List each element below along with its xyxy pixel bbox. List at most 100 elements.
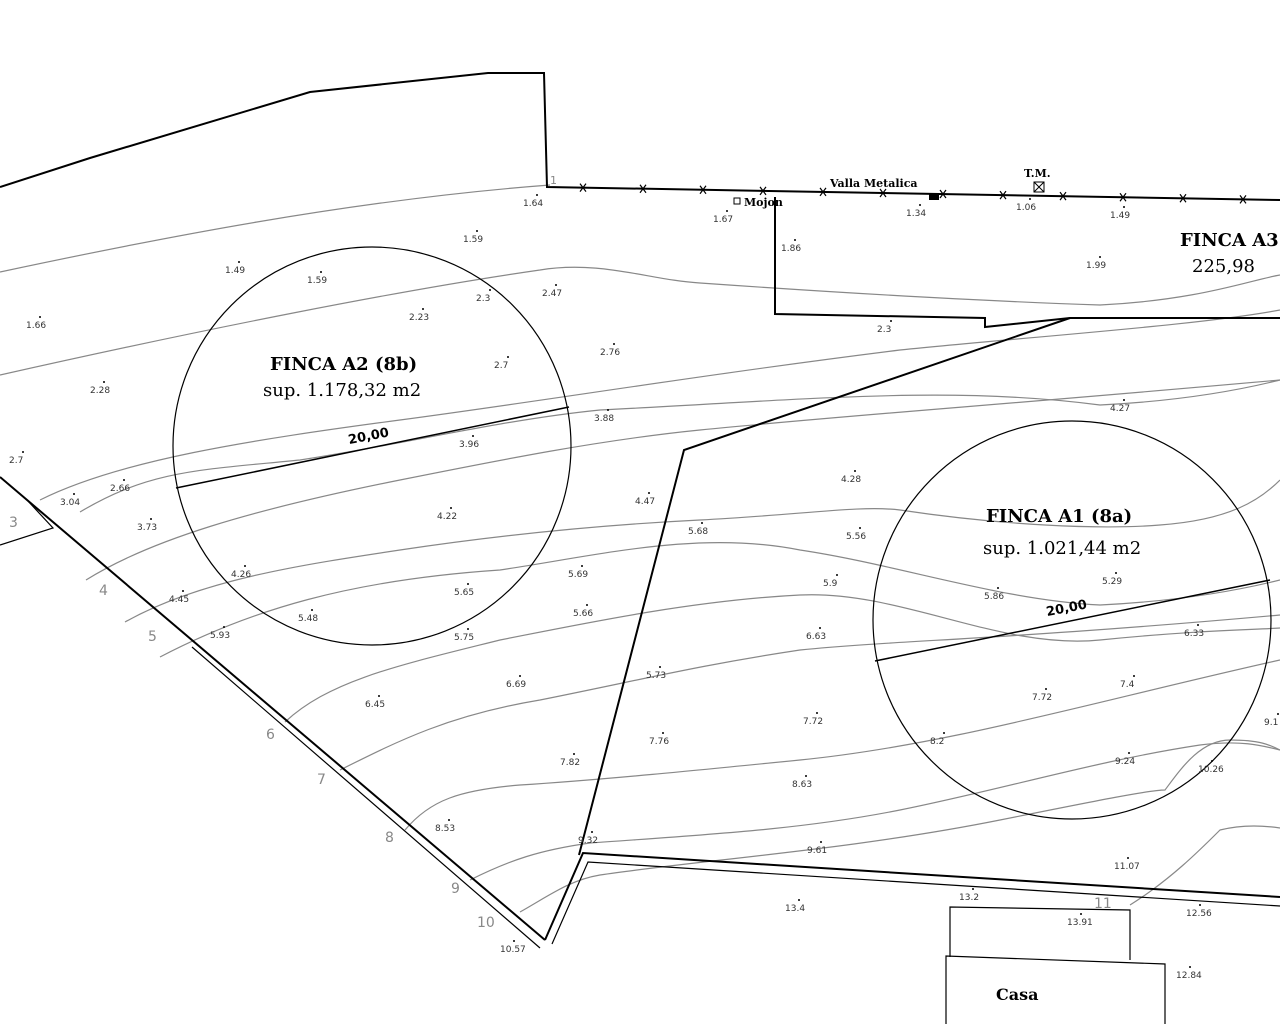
spot-point xyxy=(586,604,588,606)
south-boundary xyxy=(544,851,1280,941)
mojon-marker-icon xyxy=(733,197,741,205)
spot-point xyxy=(1211,760,1213,762)
fence-ticks xyxy=(579,183,1247,204)
spot-elevation: 1.06 xyxy=(1016,203,1036,213)
spot-point xyxy=(997,587,999,589)
fence-tick xyxy=(939,189,947,199)
spot-elevation: 5.66 xyxy=(573,609,593,619)
spot-elevation: 1.34 xyxy=(906,209,926,219)
spot-point xyxy=(613,343,615,345)
spot-elevation: 7.72 xyxy=(803,717,823,727)
spot-elevation: 13.2 xyxy=(959,893,979,903)
spot-elevation: 2.3 xyxy=(877,325,891,335)
spot-elevation: 6.69 xyxy=(506,680,526,690)
spot-elevation: 3.96 xyxy=(459,440,479,450)
spot-elevation: 4.27 xyxy=(1110,404,1130,414)
spot-point xyxy=(489,289,491,291)
spot-point xyxy=(919,204,921,206)
spot-elevation: 6.45 xyxy=(365,700,385,710)
spot-elevation: 2.7 xyxy=(494,361,508,371)
spot-point xyxy=(244,565,246,567)
spot-point xyxy=(726,210,728,212)
spot-point xyxy=(1029,198,1031,200)
spot-elevation: 9.61 xyxy=(807,846,827,856)
spot-elevations: 1.641.671.341.061.491.861.992.31.591.491… xyxy=(9,194,1279,981)
spot-point xyxy=(1199,904,1201,906)
fence-label: Valla Metalica xyxy=(829,177,918,190)
property-boundaries xyxy=(0,72,1280,1024)
spot-elevation: 5.75 xyxy=(454,633,474,643)
fence-tick xyxy=(819,187,827,197)
spot-point xyxy=(467,628,469,630)
house-label: Casa xyxy=(996,985,1038,1004)
spot-point xyxy=(659,666,661,668)
house-outline xyxy=(945,955,1166,1024)
contour-number: 10 xyxy=(477,915,495,931)
spot-point xyxy=(816,712,818,714)
spot-elevation: 10.57 xyxy=(500,945,526,955)
lot-3-boundary xyxy=(0,499,55,546)
spot-point xyxy=(476,230,478,232)
contour-number: 6 xyxy=(266,727,275,743)
spot-elevation: 1.67 xyxy=(713,215,733,225)
contour-line xyxy=(284,594,1280,723)
spot-elevation: 5.56 xyxy=(846,532,866,542)
spot-point xyxy=(581,565,583,567)
contour-number: 4 xyxy=(99,583,108,599)
spot-point xyxy=(972,888,974,890)
spot-point xyxy=(150,518,152,520)
spot-elevation: 6.33 xyxy=(1184,629,1204,639)
contour-number: 5 xyxy=(148,629,157,645)
spot-elevation: 7.4 xyxy=(1120,680,1135,690)
spot-point xyxy=(701,522,703,524)
tm-label: T.M. xyxy=(1024,167,1051,180)
spot-point xyxy=(591,831,593,833)
spot-point xyxy=(73,493,75,495)
spot-point xyxy=(103,381,105,383)
spot-elevation: 8.2 xyxy=(930,737,944,747)
finca-a3-area: 225,98 xyxy=(1192,256,1255,277)
north-boundary xyxy=(0,72,1280,201)
contour-lines xyxy=(0,184,1280,913)
spot-elevation: 5.86 xyxy=(984,592,1004,602)
spot-point xyxy=(123,479,125,481)
spot-elevation: 4.22 xyxy=(437,512,457,522)
spot-elevation: 1.59 xyxy=(463,235,483,245)
contour-line xyxy=(124,479,1280,623)
contour-number: 1 xyxy=(550,174,557,187)
spot-point xyxy=(1197,624,1199,626)
contour-line xyxy=(79,379,1280,513)
spot-point xyxy=(1045,688,1047,690)
west-boundary xyxy=(0,476,546,941)
fence-tick xyxy=(699,185,707,195)
contour-number: 9 xyxy=(451,881,460,897)
spot-elevation: 5.9 xyxy=(823,579,838,589)
spot-elevation: 2.3 xyxy=(476,294,490,304)
spot-elevation: 9.1 xyxy=(1264,718,1278,728)
spot-elevation: 7.76 xyxy=(649,737,669,747)
spot-elevation: 13.91 xyxy=(1067,918,1093,928)
spot-elevation: 4.28 xyxy=(841,475,861,485)
contour-line xyxy=(404,659,1280,831)
tm-marker-icon xyxy=(1033,181,1045,193)
contour-line xyxy=(339,614,1280,771)
spot-elevation: 5.93 xyxy=(210,631,230,641)
spot-point xyxy=(805,775,807,777)
spot-point xyxy=(607,409,609,411)
contour-numbers: 1 3 4 5 6 7 8 9 10 11 xyxy=(9,174,1112,931)
spot-elevation: 11.07 xyxy=(1114,862,1140,872)
spot-point xyxy=(836,574,838,576)
contour-number: 11 xyxy=(1094,896,1112,912)
contour-number: 3 xyxy=(9,515,18,531)
spot-elevation: 8.53 xyxy=(435,824,455,834)
contour-line xyxy=(39,309,1280,501)
fence-tick xyxy=(759,186,767,196)
fence-tick xyxy=(579,183,587,192)
finca-a2-area: sup. 1.178,32 m2 xyxy=(263,380,421,401)
spot-elevation: 1.59 xyxy=(307,276,327,286)
fence-tick xyxy=(1239,194,1247,204)
spot-point xyxy=(320,271,322,273)
spot-elevation: 5.29 xyxy=(1102,577,1122,587)
spot-elevation: 1.86 xyxy=(781,244,801,254)
spot-point xyxy=(794,239,796,241)
